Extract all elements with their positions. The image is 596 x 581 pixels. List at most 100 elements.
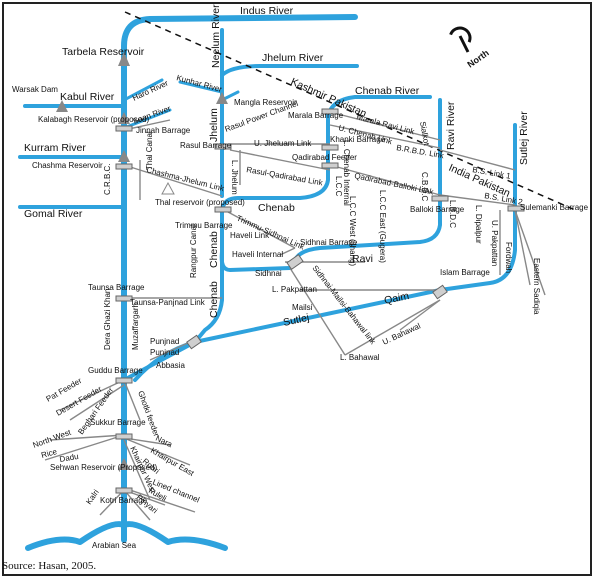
indus-river-line	[121, 14, 358, 543]
qadirabad-barrage-marker	[321, 162, 339, 169]
guddu-barrage-marker	[115, 377, 133, 384]
muzaffargarh-label: Muzaffargarh	[131, 303, 140, 350]
l-dipalpur-label: L. Dipalpur	[474, 205, 483, 244]
sidhnai-canal-label: Sidhnai	[255, 269, 282, 278]
rasul-qadirabad-link-label: Rasul-Qadirabad Link	[246, 165, 325, 187]
chenab-river-top-label: Chenab River	[355, 85, 420, 97]
khanki-barrage-marker	[321, 144, 339, 151]
l-bahawal-label: L. Bahawal	[340, 353, 380, 362]
canal-network	[44, 111, 546, 521]
chashma-reservoir-icon	[118, 150, 130, 162]
l-pakpattan-label: L. Pakpattan	[272, 285, 317, 294]
qaim-label: Qaim	[383, 290, 410, 307]
panjnad-river-line	[122, 340, 197, 382]
qadirabad-feeder-label: Qadirabad Feeder	[292, 153, 357, 162]
haro-river-line	[122, 78, 164, 102]
trimmu-barrage-label: Trimmu Barrage	[175, 221, 233, 230]
sialkot-label: Sialkot	[418, 121, 431, 147]
kalabagh-reservoir-icon	[118, 112, 130, 124]
fordwah-label: Fordwah	[504, 242, 513, 273]
marala-barrage-marker	[321, 108, 339, 115]
north-label: North	[465, 48, 490, 70]
tarbela-reservoir-label: Tarbela Reservoir	[62, 46, 145, 58]
haveli-internal-label: Haveli Internal	[232, 250, 283, 259]
ravi-river-label: Ravi River	[445, 101, 457, 150]
arabian-sea-wave	[25, 521, 228, 551]
jhelum-river-top-line	[220, 64, 359, 77]
taunsa-panjnad-link-label: Taunsa-Panjnad Link	[130, 298, 206, 307]
eastern-sadiqia-label: Eastern Sadiqia	[532, 258, 541, 315]
sutlej-low-label: Sutlej	[282, 312, 310, 329]
sidhnai-barrage-marker	[286, 254, 304, 270]
lbdc-label: L.B.D.C	[448, 200, 457, 228]
kunhar-river-label: Kunhar River	[175, 73, 223, 94]
cbdc-label: C.B.D.C	[420, 172, 429, 202]
chenab-low-label: Chenab	[208, 281, 220, 318]
l-chenab-internal-label: L. Chenab Internal	[342, 140, 351, 206]
tarbela-reservoir-icon	[118, 52, 130, 66]
thal-canal-label: Thal Canal	[145, 131, 154, 170]
taunsa-barrage-marker	[115, 295, 133, 302]
kunhar-river-line	[178, 80, 224, 94]
haro-river-label: Haro River	[131, 78, 170, 102]
sehwan-reservoir-label: Sehwan Reservoir (Proposed)	[50, 463, 157, 472]
kalri-label: Kalri	[84, 488, 101, 506]
chenab-river-lower-line	[193, 250, 224, 344]
lcc-label: L.C.C	[334, 176, 343, 197]
chashma-reservoir-label: Chashma Reservoir	[32, 161, 103, 170]
thal-reservoir-label: Thal reservoir (proposed)	[155, 198, 245, 207]
lcc-west-label: L.C.C West (Jhang)	[348, 196, 357, 266]
mailsi-label: Mailsi	[292, 303, 313, 312]
mangla-reservoir-icon	[216, 92, 228, 104]
rasul-barrage-marker	[214, 143, 232, 150]
kalabagh-reservoir-label: Kalabagh Reservoir (proposed)	[38, 115, 150, 124]
soan-river-line	[122, 108, 172, 130]
l-jhelum-label: L. Jhelum	[230, 160, 239, 195]
kabul-river-label: Kabul River	[60, 91, 115, 103]
warsak-dam-label: Warsak Dam	[12, 85, 58, 94]
gomal-river-label: Gomal River	[24, 208, 83, 220]
chashma-barrage-marker	[115, 163, 133, 170]
kotri-barrage-marker	[115, 487, 133, 494]
jhelum-label: Jhelum	[208, 108, 220, 142]
guddu-barrage-label: Guddu Barrage	[88, 366, 143, 375]
kurram-river-label: Kurram River	[24, 142, 86, 154]
rangpur-canal-label: Rangpur Canal	[189, 224, 198, 278]
indus-river-label: Indus River	[240, 5, 294, 17]
crbc-label: C.R.B.C.	[103, 163, 112, 195]
chenab-mid-label: Chenab	[258, 202, 295, 214]
rasul-barrage-label: Rasul Barrage	[180, 141, 232, 150]
sukkur-barrage-label: Sukkur Barrage	[90, 418, 146, 427]
sutlej-river-label: Sutlej River	[518, 111, 530, 165]
sidhnai-barrage-label: Sidhnai Barrage	[300, 238, 358, 247]
jinnah-barrage-marker	[115, 125, 133, 132]
border-line	[124, 11, 576, 211]
abbasia-label: Abbasia	[156, 361, 185, 370]
haveli-link-label: Haveli Link	[230, 231, 270, 240]
kotri-barrage-label: Kotri Barrage	[100, 496, 148, 505]
balloki-barrage-marker	[431, 195, 449, 202]
rice-label: Rice	[40, 447, 58, 460]
dadu-label: Dadu	[59, 452, 79, 464]
balloki-barrage-label: Balloki Barrage	[410, 205, 465, 214]
source-caption: Source: Hasan, 2005.	[2, 560, 97, 572]
islam-barrage-label: Islam Barrage	[440, 268, 490, 277]
islam-barrage-marker	[432, 284, 448, 300]
jinnah-barrage-label: Jinnah Barrage	[136, 126, 191, 135]
thal-reservoir-icon	[161, 181, 175, 195]
lcc-east-label: L.C.C East (Gugera)	[378, 190, 387, 263]
map-frame	[2, 2, 592, 576]
sukkur-barrage-marker	[115, 433, 133, 440]
ravi-mid-label: Ravi	[352, 253, 373, 265]
punjnad-canal-label: Punjnad	[150, 337, 179, 346]
north-arrow-icon	[448, 26, 472, 53]
warsak-dam-icon	[56, 100, 68, 112]
sulemanki-barrage-label: Sulemanki Barrage	[520, 203, 589, 212]
mangla-reservoir-label: Mangla Reservoir	[234, 98, 297, 107]
punjnad-label: Punjnad	[150, 348, 179, 357]
bs-link2-label: B.S. Link 2	[484, 191, 524, 207]
chenab-vertical-label: Chenab	[208, 231, 220, 268]
marala-barrage-label: Marala Barrage	[288, 111, 344, 120]
neelum-river-label: Neelum River	[210, 4, 222, 68]
